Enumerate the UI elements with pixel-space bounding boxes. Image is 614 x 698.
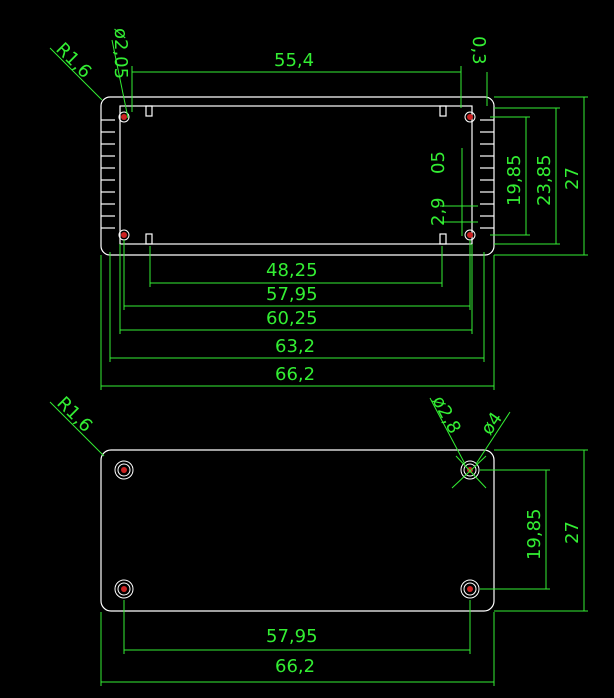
bottom-view-dimension-lines <box>49 397 588 686</box>
dim-66-2-top: 66,2 <box>275 364 315 385</box>
dim-27-bottom: 27 <box>562 521 583 544</box>
bottom-radius-label: R1,6 <box>52 393 96 437</box>
dim-27-top: 27 <box>562 167 583 190</box>
dim-48-25: 48,25 <box>266 260 318 281</box>
dim-19-85-top: 19,85 <box>504 154 525 206</box>
top-hole-diameter-label: ø2,05 <box>110 28 131 79</box>
dim-23-85: 23,85 <box>534 154 555 206</box>
end-plate-outline <box>100 449 495 612</box>
dim-2-9: 2,9 <box>428 197 449 226</box>
dim-66-2-bottom: 66,2 <box>275 656 315 677</box>
profile-outline <box>100 96 495 256</box>
dim-0-3: 0,3 <box>468 36 489 65</box>
end-plate-holes <box>114 460 480 599</box>
dim-60-25: 60,25 <box>266 308 318 329</box>
bottom-view: R1,6 ø2,8 ø4 19,85 27 57,95 66,2 <box>49 392 588 686</box>
dim-57-95-top: 57,95 <box>266 284 318 305</box>
dim-57-95-bottom: 57,95 <box>266 626 318 647</box>
top-radius-label: R1,6 <box>51 39 95 83</box>
dim-19-85-bottom: 19,85 <box>524 508 545 560</box>
screw-bosses <box>118 111 476 241</box>
bottom-head-diameter-label: ø4 <box>477 408 507 438</box>
dim-63-2: 63,2 <box>275 336 315 357</box>
right-fins <box>480 119 494 229</box>
dim-05: 05 <box>428 151 449 174</box>
top-view: R1,6 ø2,05 55,4 0,3 48,25 57,95 60,25 63… <box>49 28 588 390</box>
top-view-dimension-lines <box>49 39 588 390</box>
left-fins <box>101 119 115 229</box>
bottom-hole-diameter-label: ø2,8 <box>428 392 465 437</box>
dim-55-4: 55,4 <box>274 50 314 71</box>
